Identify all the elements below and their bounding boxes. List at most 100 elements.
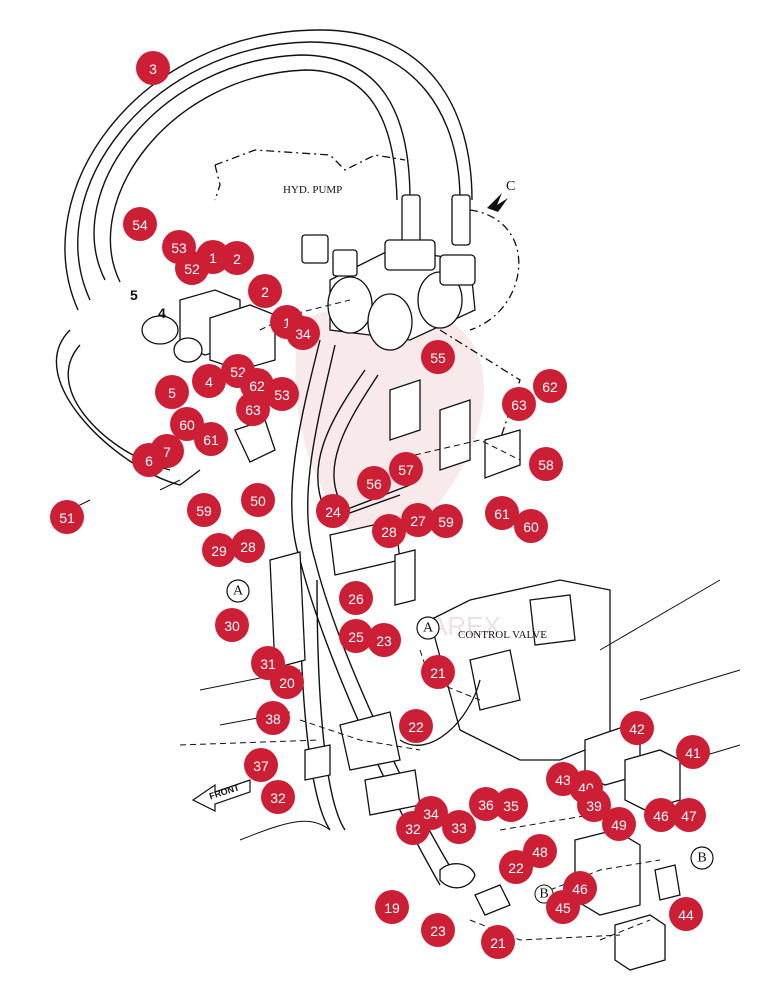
callout-circle bbox=[265, 377, 299, 411]
callout-circle bbox=[602, 807, 636, 841]
callout-number: 58 bbox=[538, 457, 554, 473]
callout-circle bbox=[187, 493, 221, 527]
leader-lines bbox=[179, 299, 661, 941]
callout-number: 21 bbox=[490, 935, 506, 951]
callout-number: 20 bbox=[279, 675, 295, 691]
callout-59: 59 bbox=[429, 504, 463, 538]
brackets bbox=[269, 379, 521, 816]
callout-number: 51 bbox=[59, 510, 75, 526]
callout-number: 33 bbox=[451, 820, 467, 836]
callout-number: 61 bbox=[203, 432, 219, 448]
front-arrow: FRONT bbox=[191, 779, 251, 812]
callout-circle bbox=[236, 392, 270, 426]
callout-21: 21 bbox=[481, 925, 515, 959]
callout-circle bbox=[672, 798, 706, 832]
callout-circle bbox=[620, 711, 654, 745]
callout-number: 3 bbox=[149, 61, 157, 77]
callout-20: 20 bbox=[270, 665, 304, 699]
callout-63: 63 bbox=[236, 392, 270, 426]
callout-number: 63 bbox=[245, 402, 261, 418]
callout-number: 47 bbox=[681, 808, 697, 824]
callout-circle bbox=[132, 443, 166, 477]
callout-circle bbox=[442, 810, 476, 844]
callout-number: 5 bbox=[168, 385, 176, 401]
callout-circle bbox=[367, 623, 401, 657]
callout-circle bbox=[502, 387, 536, 421]
callout-57: 57 bbox=[389, 452, 423, 486]
callout-number: 46 bbox=[572, 881, 588, 897]
svg-text:A: A bbox=[233, 584, 244, 599]
callout-59: 59 bbox=[187, 493, 221, 527]
callout-circle bbox=[676, 735, 710, 769]
callout-62: 62 bbox=[533, 369, 567, 403]
callout-number: 27 bbox=[410, 513, 426, 529]
callout-number: 22 bbox=[408, 719, 424, 735]
callout-47: 47 bbox=[672, 798, 706, 832]
callout-number: 22 bbox=[508, 860, 524, 876]
callout-number: 30 bbox=[224, 618, 240, 634]
small-label-4: 4 bbox=[158, 305, 166, 321]
callout-24: 24 bbox=[316, 494, 350, 528]
callout-63: 63 bbox=[502, 387, 536, 421]
callout-26: 26 bbox=[339, 581, 373, 615]
callout-21: 21 bbox=[421, 655, 455, 689]
callout-23: 23 bbox=[421, 913, 455, 947]
callout-number: 4 bbox=[205, 374, 213, 390]
callout-circle bbox=[175, 251, 209, 285]
callout-circle bbox=[244, 748, 278, 782]
callout-number: 29 bbox=[211, 543, 227, 559]
svg-text:B: B bbox=[539, 887, 548, 902]
circled-ref-a-left: A bbox=[226, 579, 250, 603]
callout-number: 36 bbox=[478, 797, 494, 813]
callout-circle bbox=[123, 207, 157, 241]
callout-number: 53 bbox=[171, 240, 187, 256]
callout-number: 52 bbox=[184, 261, 200, 277]
callout-circle bbox=[421, 913, 455, 947]
callout-34: 34 bbox=[414, 796, 448, 830]
callout-circle bbox=[389, 452, 423, 486]
callout-circle bbox=[215, 608, 249, 642]
callout-number: 34 bbox=[423, 806, 439, 822]
callout-number: 42 bbox=[629, 721, 645, 737]
callout-number: 21 bbox=[430, 665, 446, 681]
callout-5: 5 bbox=[155, 375, 189, 409]
callout-circle bbox=[256, 701, 290, 735]
callout-53: 53 bbox=[265, 377, 299, 411]
callout-22: 22 bbox=[399, 709, 433, 743]
view-arrow-c: C bbox=[487, 179, 515, 212]
callout-circle bbox=[399, 709, 433, 743]
callout-circle bbox=[644, 798, 678, 832]
callout-circle bbox=[339, 581, 373, 615]
callout-28: 28 bbox=[372, 514, 406, 548]
callout-number: 35 bbox=[503, 798, 519, 814]
callout-number: 2 bbox=[233, 251, 241, 267]
callout-number: 38 bbox=[265, 711, 281, 727]
callout-number: 48 bbox=[532, 844, 548, 860]
callout-58: 58 bbox=[529, 447, 563, 481]
callout-number: 60 bbox=[523, 519, 539, 535]
callout-circle bbox=[533, 369, 567, 403]
svg-text:A: A bbox=[423, 621, 434, 636]
callout-19: 19 bbox=[375, 890, 409, 924]
callout-number: 52 bbox=[230, 364, 246, 380]
callout-6: 6 bbox=[132, 443, 166, 477]
callout-25: 25 bbox=[339, 619, 373, 653]
callout-circle bbox=[546, 890, 580, 924]
callout-number: 1 bbox=[283, 315, 291, 331]
callout-22: 22 bbox=[499, 850, 533, 884]
callout-number: 46 bbox=[653, 808, 669, 824]
callout-38: 38 bbox=[256, 701, 290, 735]
callout-48: 48 bbox=[523, 834, 557, 868]
callout-number: 19 bbox=[384, 900, 400, 916]
callout-27: 27 bbox=[401, 503, 435, 537]
callout-circle bbox=[136, 51, 170, 85]
callout-3: 3 bbox=[136, 51, 170, 85]
callout-number: 41 bbox=[685, 745, 701, 761]
callout-circle bbox=[194, 422, 228, 456]
callout-circle bbox=[248, 274, 282, 308]
callout-number: 37 bbox=[253, 758, 269, 774]
callout-2: 2 bbox=[220, 241, 254, 275]
callout-50: 50 bbox=[241, 483, 275, 517]
